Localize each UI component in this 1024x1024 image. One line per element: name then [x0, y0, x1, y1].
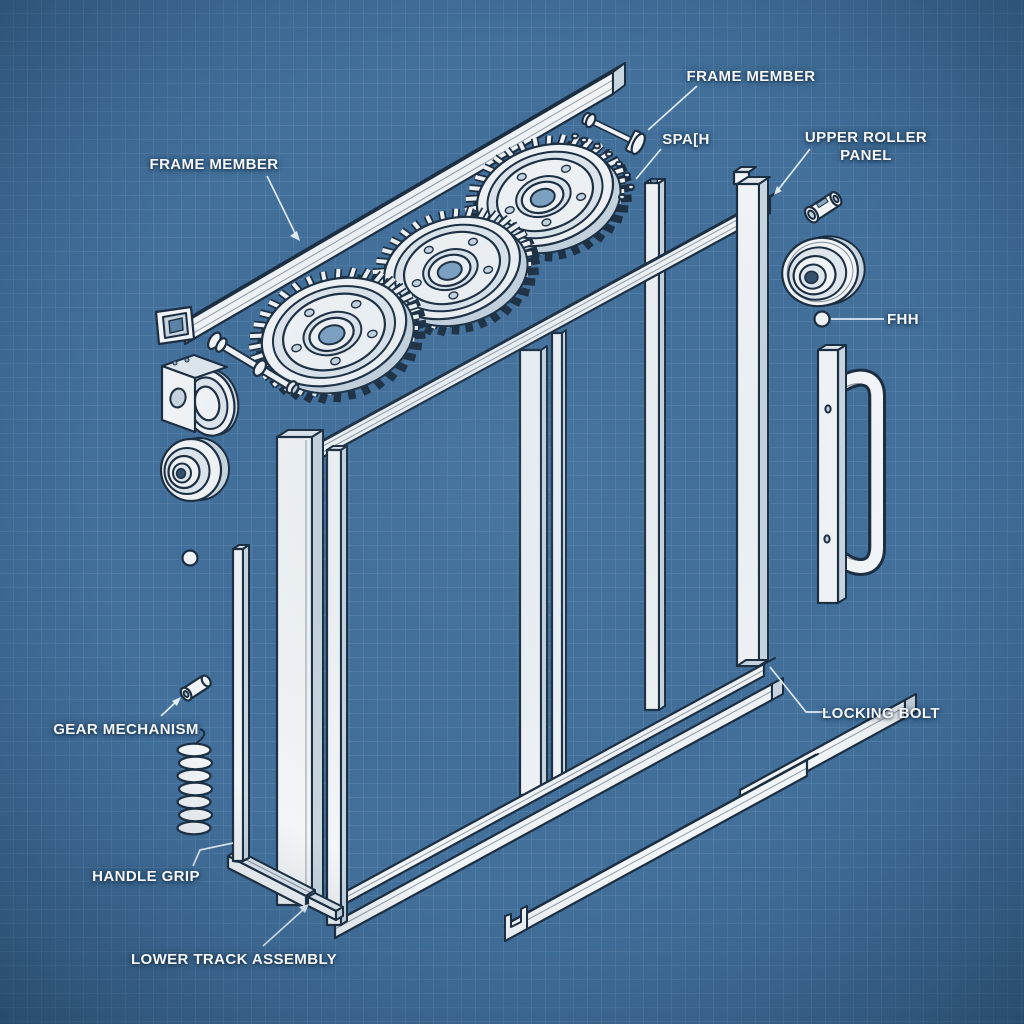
label-upper-roller-panel: UPPER ROLLER PANEL: [805, 129, 927, 166]
label-lower-track-assembly: LOWER TRACK ASSEMBLY: [130, 951, 338, 968]
label-locking-bolt: LOCKING BOLT: [822, 705, 940, 722]
label-fhh: FHH: [886, 311, 920, 328]
label-upper-roller-panel-line2: PANEL: [840, 147, 892, 165]
label-spath: SPA[H: [662, 131, 710, 148]
label-frame-member-left: FRAME MEMBER: [149, 156, 279, 173]
label-frame-member-top: FRAME MEMBER: [686, 68, 816, 85]
label-upper-roller-panel-line1: UPPER ROLLER: [804, 129, 928, 146]
label-handle-grip: HANDLE GRIP: [92, 868, 200, 885]
label-gear-mechanism: GEAR MECHANISM: [53, 721, 199, 738]
